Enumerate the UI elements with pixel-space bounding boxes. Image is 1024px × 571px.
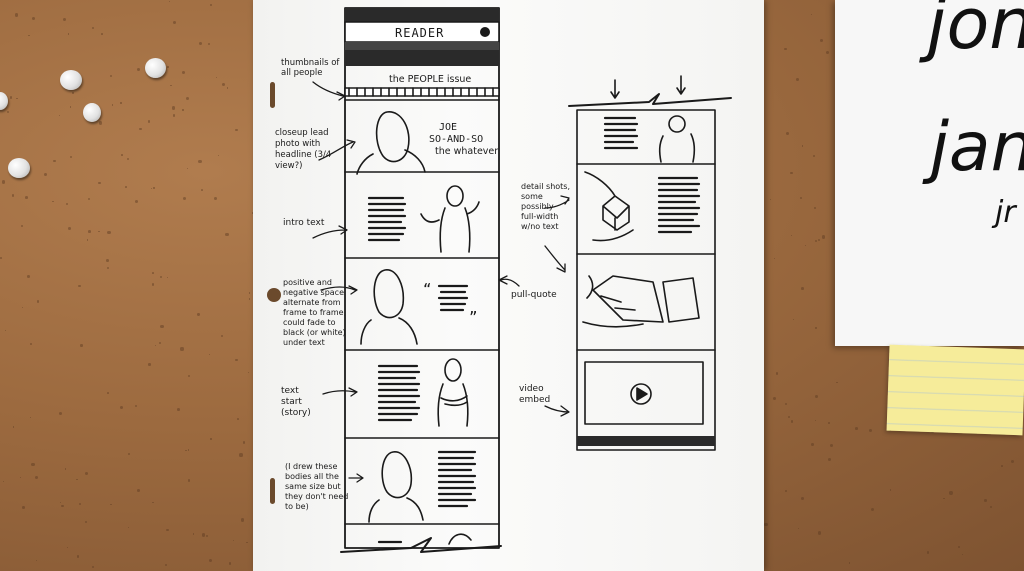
- left-note-text-start: text start (story): [281, 386, 311, 418]
- right-note-video: video embed: [519, 384, 551, 405]
- mobile-wireframe-left: READER the PEOPLE issue JOE SO-AND-SO th…: [340, 7, 502, 553]
- right-note-detail: detail shots, some possibly full-width w…: [521, 182, 571, 231]
- binder-hole: [270, 82, 275, 108]
- left-note-thumbnails: thumbnails of all people: [281, 58, 340, 78]
- side-lettering: jan: [922, 108, 1024, 187]
- side-paper: jon jan jr: [835, 0, 1024, 346]
- right-note-pull-quote: pull-quote: [511, 290, 557, 300]
- left-note-bodies: (I drew these bodies all the same size b…: [285, 462, 349, 511]
- wireframe-sketch: READER the PEOPLE issue JOE SO-AND-SO th…: [312, 7, 732, 553]
- push-pin: [8, 158, 30, 178]
- side-lettering: jon: [919, 0, 1024, 65]
- sketch-paper: READER the PEOPLE issue JOE SO-AND-SO th…: [253, 0, 764, 571]
- binder-hole: [267, 288, 281, 302]
- issue-title: the PEOPLE issue: [389, 74, 471, 85]
- left-note-intro: intro text: [283, 218, 325, 228]
- push-pin: [83, 103, 101, 122]
- push-pin: [0, 92, 8, 110]
- sticky-note: [886, 344, 1024, 436]
- svg-text:“: “: [423, 282, 431, 298]
- left-note-lead-photo: closeup lead photo with headline (3/4 vi…: [275, 128, 332, 171]
- binder-hole: [270, 478, 275, 504]
- svg-text:”: ”: [469, 310, 477, 326]
- mobile-wireframe-right: [568, 75, 732, 451]
- headline-line2: SO-AND-SO: [429, 134, 483, 145]
- side-lettering: jr: [991, 195, 1017, 230]
- left-note-space: positive and negative space alternate fr…: [283, 278, 347, 347]
- headline-line1: JOE: [439, 122, 457, 133]
- annotation-arrows: [312, 81, 570, 483]
- push-pin: [145, 58, 166, 78]
- headline-sub: the whatever: [435, 146, 498, 157]
- push-pin: [60, 70, 82, 90]
- masthead-title: READER: [395, 26, 444, 40]
